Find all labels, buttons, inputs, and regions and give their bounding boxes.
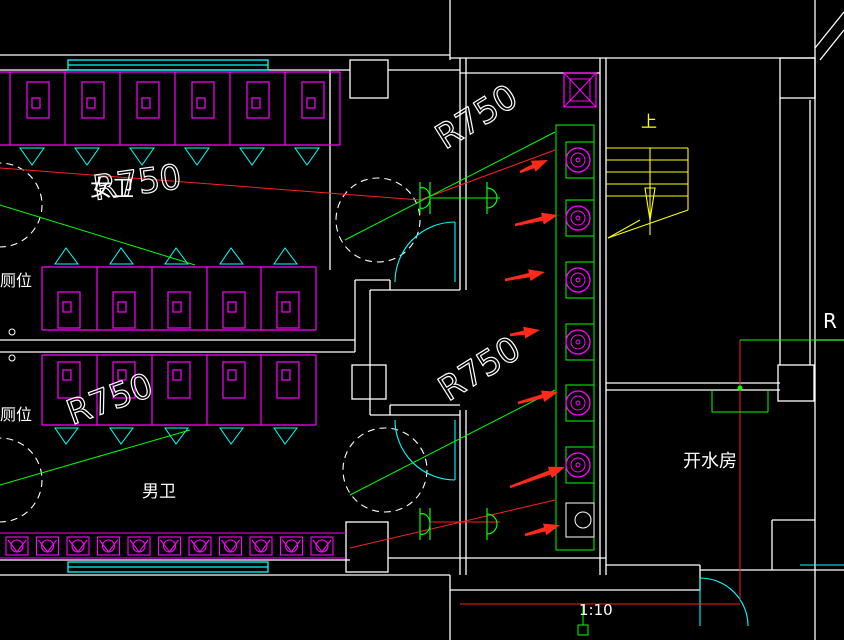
annotation-arrow bbox=[504, 269, 545, 282]
pipes-green bbox=[0, 131, 844, 636]
floor-drains bbox=[8, 328, 16, 362]
urinal bbox=[565, 141, 595, 179]
urinal bbox=[565, 446, 595, 484]
radius-label-upper-right: R750 bbox=[429, 77, 525, 158]
stair-up-label: 上 bbox=[641, 112, 657, 131]
sink bbox=[249, 536, 273, 556]
stall-label-upper: 厕位 bbox=[0, 271, 32, 290]
annotation-arrow bbox=[517, 390, 558, 405]
annotation-arrow bbox=[519, 160, 548, 174]
urinal bbox=[565, 323, 595, 361]
pipes-red bbox=[0, 149, 741, 605]
urinal bbox=[565, 261, 595, 299]
sink bbox=[279, 536, 304, 556]
sink bbox=[96, 536, 121, 556]
upper-stalls bbox=[0, 71, 341, 146]
lower-stalls bbox=[41, 354, 317, 426]
female-toilet-label: 女卫 bbox=[90, 177, 134, 202]
stall-label-lower: 厕位 bbox=[0, 405, 32, 424]
water-room-label: 开水房 bbox=[683, 451, 737, 472]
stair bbox=[606, 147, 689, 239]
annotation-arrow bbox=[524, 523, 560, 537]
sink bbox=[310, 536, 334, 556]
wall-fixtures bbox=[419, 182, 498, 540]
annotation-arrow bbox=[509, 466, 565, 489]
doors bbox=[394, 221, 844, 627]
annotation-arrow bbox=[514, 212, 558, 227]
upper-stall-doors bbox=[19, 147, 320, 166]
lower-stall-doors bbox=[54, 427, 298, 445]
sink bbox=[188, 536, 212, 556]
sink bbox=[218, 536, 243, 556]
slope-label: 1:10 bbox=[579, 601, 613, 619]
male-toilet-label: 男卫 bbox=[142, 482, 176, 502]
radius-label-lower-right: R750 bbox=[432, 329, 528, 410]
sink bbox=[5, 536, 29, 556]
right-edge-label: R bbox=[823, 309, 837, 333]
turning-circles bbox=[0, 162, 428, 523]
sink bbox=[157, 536, 182, 556]
middle-stalls bbox=[41, 266, 317, 331]
urinal-column bbox=[555, 72, 597, 551]
bottom-sinks bbox=[0, 532, 346, 559]
urinal bbox=[565, 384, 595, 422]
sink bbox=[127, 536, 151, 556]
sink bbox=[35, 536, 60, 556]
radius-label-lower-left: R750 bbox=[61, 366, 158, 434]
annotation-arrow bbox=[509, 326, 540, 339]
annotation-arrows bbox=[504, 160, 565, 537]
middle-stall-doors bbox=[54, 247, 298, 265]
sink bbox=[66, 536, 90, 556]
urinal bbox=[565, 199, 595, 237]
